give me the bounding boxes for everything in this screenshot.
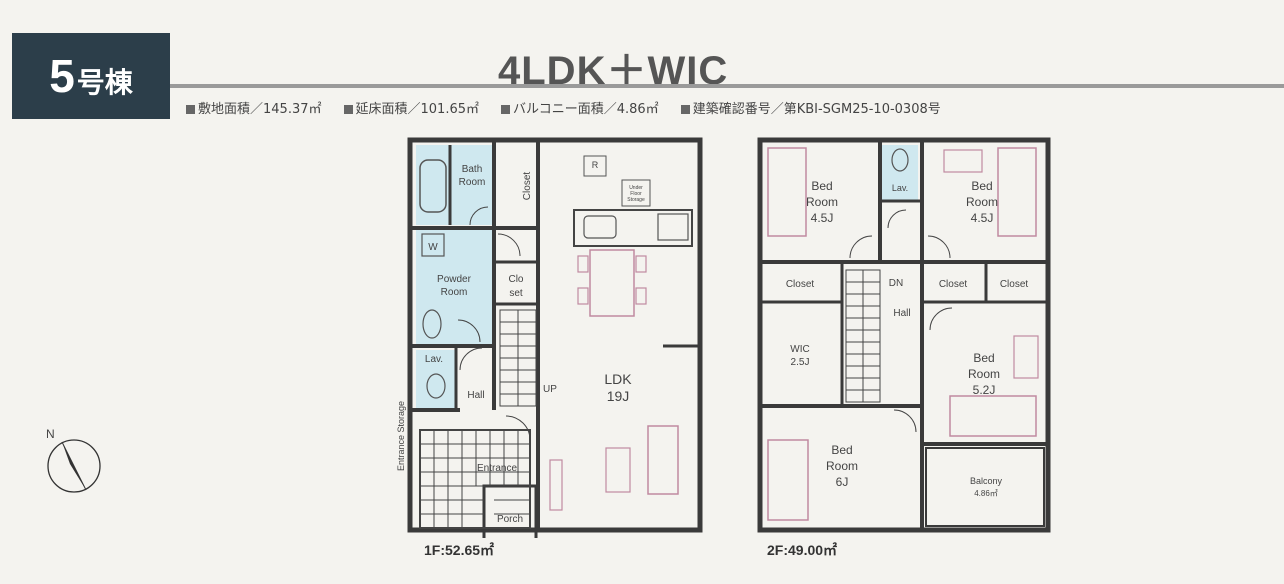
porch-label: Porch: [497, 514, 523, 525]
bed-2: [997, 147, 1037, 237]
building-suffix: 号棟: [76, 66, 133, 99]
powder-sink: [422, 309, 442, 339]
fridge: [583, 155, 607, 177]
tv-stand: [549, 459, 563, 511]
bed2-label-1: Bed: [971, 179, 992, 193]
spec-text: 延床面積／101.65㎡: [355, 102, 480, 117]
stairs-down-label: DN: [889, 278, 903, 289]
closet-a-label: Closet: [786, 279, 815, 290]
bed1-label-1: Bed: [811, 179, 832, 193]
hall-1f-label: Hall: [467, 390, 484, 401]
stairs-up-label: UP: [543, 384, 557, 395]
bed2-size-label: 4.5J: [971, 211, 994, 225]
bed4-label-1: Bed: [831, 443, 852, 457]
closet-top-label: Closet: [522, 172, 533, 201]
bed4-label-2: Room: [826, 459, 858, 473]
lav-1f-label: Lav.: [425, 354, 443, 365]
floor1-stairs: [499, 309, 537, 407]
kitchen-sink: [583, 215, 617, 239]
coffee-table: [605, 447, 631, 493]
bed3-label-2: Room: [968, 367, 1000, 381]
toilet-2f: [891, 148, 909, 172]
bullet-square-icon: [186, 105, 195, 114]
floor1-outer-wall: [407, 137, 703, 533]
spec-list: 敷地面積／145.37㎡ 延床面積／101.65㎡ バルコニー面積／4.86㎡ …: [186, 98, 941, 117]
floor2-plan: Bed Room 4.5J Lav. Bed Room 4.5J Closet …: [757, 137, 1051, 533]
lav-2f-label: Lav.: [892, 183, 908, 193]
bed1-label-2: Room: [806, 195, 838, 209]
spec-text: 敷地面積／145.37㎡: [198, 102, 322, 117]
building-badge: 5 号棟: [12, 33, 170, 119]
wic-label: WIC: [790, 344, 809, 355]
entrance-label: Entrance: [477, 463, 517, 474]
bath-room-label-2: Room: [459, 177, 486, 188]
under-floor-label-2: Floor: [630, 191, 642, 197]
bullet-square-icon: [501, 105, 510, 114]
floor2-outer-wall: [757, 137, 1051, 533]
spec-confirmation-number: 建築確認番号／第KBI-SGM25-10-0308号: [680, 98, 941, 117]
bullet-square-icon: [343, 105, 353, 114]
lav-2f-fill: [882, 145, 918, 201]
bed-3: [949, 395, 1037, 437]
floor1-plan: Bath Room Closet W Powder Room Clo set L…: [396, 137, 703, 538]
hall-2f-label: Hall: [893, 308, 910, 319]
under-floor-label-1: Under: [629, 185, 643, 191]
closet-mid-label-2: set: [509, 288, 523, 299]
compass-north-label: N: [46, 427, 55, 441]
kitchen-counter: [573, 209, 693, 247]
floor2-doors: [849, 209, 953, 433]
bed-4: [767, 439, 809, 521]
cooktop: [657, 213, 689, 241]
dining-table: [589, 249, 635, 317]
floor-plan-drawing: Bath Room Closet W Powder Room Clo set L…: [396, 137, 1051, 538]
spec-text: 建築確認番号／第KBI-SGM25-10-0308号: [692, 102, 941, 117]
bullet-square-icon: [680, 105, 690, 114]
bathtub: [419, 159, 447, 213]
entrance-tile-grid: [419, 429, 531, 529]
sofa: [647, 425, 679, 495]
desk-3: [1013, 335, 1039, 379]
spec-balcony-area: バルコニー面積／4.86㎡: [501, 98, 659, 117]
bed4-size-label: 6J: [836, 475, 849, 489]
ldk-size-label: 19J: [607, 388, 630, 404]
balcony-label: Balcony: [970, 476, 1003, 486]
bed-1: [767, 147, 807, 237]
building-number: 5: [49, 50, 75, 102]
powder-room-fill: [416, 228, 492, 346]
floor1-doors: [457, 206, 531, 441]
ldk-label: LDK: [604, 371, 632, 387]
washer: [421, 233, 445, 257]
toilet-1f: [426, 373, 446, 399]
floor1-area-label: 1F:52.65㎡: [424, 542, 495, 558]
spec-text: バルコニー面積／4.86㎡: [513, 102, 659, 117]
fridge-label: R: [592, 160, 599, 170]
closet-mid-label-1: Clo: [508, 274, 523, 285]
closet-c-label: Closet: [1000, 279, 1029, 290]
north-compass-icon: N: [46, 427, 101, 493]
spec-site-area: 敷地面積／145.37㎡: [186, 98, 322, 117]
desk-2: [943, 149, 983, 173]
floor2-stairs: [845, 269, 881, 403]
header-rule: [170, 84, 1284, 88]
washer-label: W: [428, 242, 438, 253]
powder-room-label-2: Room: [441, 287, 468, 298]
bed3-label-1: Bed: [973, 351, 994, 365]
closet-b-label: Closet: [939, 279, 968, 290]
powder-room-label-1: Powder: [437, 274, 472, 285]
bed1-size-label: 4.5J: [811, 211, 834, 225]
under-floor-storage: [621, 179, 651, 207]
balcony-outline: [925, 447, 1045, 527]
balcony-area-label: 4.86㎡: [974, 489, 998, 498]
under-floor-label-3: Storage: [627, 197, 645, 203]
bed3-size-label: 5.2J: [973, 383, 996, 397]
spec-floor-area: 延床面積／101.65㎡: [343, 98, 480, 117]
bath-room-label-1: Bath: [462, 164, 483, 175]
entrance-storage-label: Entrance Storage: [396, 401, 406, 471]
bed2-label-2: Room: [966, 195, 998, 209]
wic-size-label: 2.5J: [791, 357, 810, 368]
floor2-area-label: 2F:49.00㎡: [767, 542, 838, 558]
